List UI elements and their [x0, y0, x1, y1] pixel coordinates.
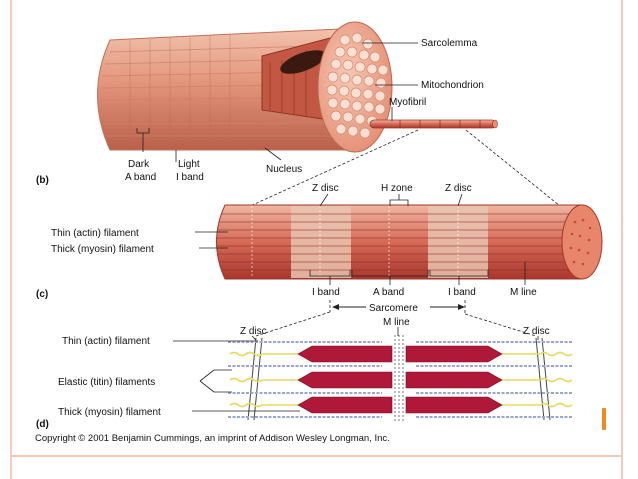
label-sarcomere: Sarcomere — [369, 303, 418, 314]
accent-mark — [602, 408, 606, 430]
slide-border-left — [10, 0, 12, 479]
titin-filaments — [229, 351, 573, 408]
panel-label-c: (c) — [36, 289, 48, 300]
label-light: Light — [178, 159, 200, 170]
label-myofibril: Myofibril — [389, 97, 426, 108]
label-nucleus: Nucleus — [266, 164, 302, 175]
label-z-disc-c-left: Z disc — [312, 183, 339, 194]
label-z-disc-d-right: Z disc — [523, 326, 550, 337]
label-thin-filament-d: Thin (actin) filament — [62, 336, 150, 347]
copyright-notice: Copyright © 2001 Benjamin Cummings, an i… — [35, 433, 390, 444]
myofibril-strand — [369, 119, 497, 129]
label-thick-filament-c: Thick (myosin) filament — [51, 244, 154, 255]
panel-label-b: (b) — [36, 175, 49, 186]
sarcomere-diagram — [173, 327, 573, 422]
label-dark: Dark — [128, 159, 150, 170]
label-thick-filament-d: Thick (myosin) filament — [58, 407, 161, 418]
slide-border-right — [621, 0, 623, 479]
sarcomere-arrow — [332, 304, 465, 310]
slide-border-bottom — [10, 455, 623, 457]
myosin-filaments — [297, 345, 503, 414]
label-h-zone: H zone — [381, 183, 413, 194]
label-elastic-filaments: Elastic (titin) filaments — [58, 377, 155, 388]
connector-lines-b-c — [247, 129, 561, 208]
actin-filaments — [228, 341, 572, 418]
label-i-band-b: I band — [176, 172, 204, 183]
label-m-line-c: M line — [510, 287, 537, 298]
label-i-band-c-right: I band — [448, 287, 476, 298]
connector-lines-c-d — [255, 300, 537, 337]
label-a-band-c: A band — [373, 287, 404, 298]
label-m-line-d: M line — [383, 317, 410, 328]
m-line-marks — [394, 335, 404, 422]
muscle-fiber-illustration — [97, 21, 498, 162]
label-a-band-b: A band — [125, 172, 156, 183]
panel-label-d: (d) — [36, 419, 49, 430]
label-thin-filament-c: Thin (actin) filament — [51, 228, 139, 239]
label-i-band-c-left: I band — [312, 287, 340, 298]
myofibril-illustration — [195, 193, 603, 285]
label-sarcolemma: Sarcolemma — [421, 38, 478, 49]
label-mitochondrion: Mitochondrion — [421, 80, 484, 91]
label-z-disc-c-right: Z disc — [445, 183, 472, 194]
label-z-disc-d-left: Z disc — [240, 326, 267, 337]
